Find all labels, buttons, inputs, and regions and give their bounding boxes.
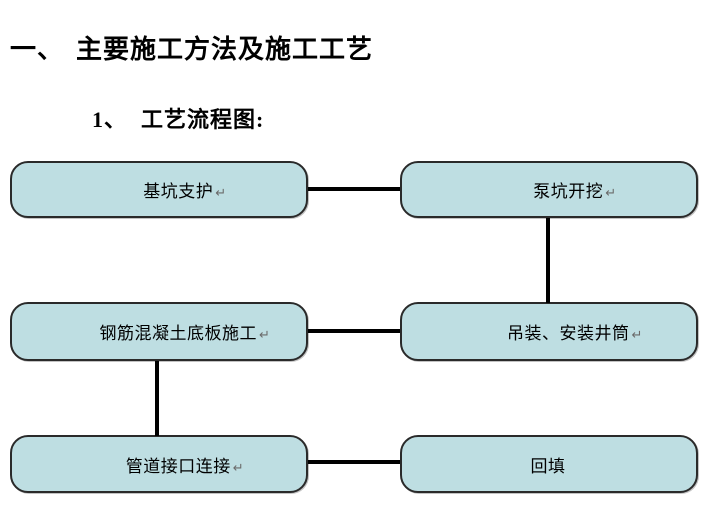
section-heading-number: 一、 xyxy=(10,35,65,65)
flow-node-pipe-joint-connection: 管道接口连接↵ xyxy=(10,435,308,493)
flow-node-label: 泵坑开挖↵ xyxy=(533,182,617,201)
return-mark-icon: ↵ xyxy=(259,328,271,343)
subsection-heading-text: 工艺流程图: xyxy=(141,107,265,133)
connector-bottom-slab-to-pipe-joint xyxy=(155,361,159,436)
connector-bottom-slab-to-shaft-install xyxy=(308,329,400,333)
flow-node-pit-support: 基坑支护↵ xyxy=(10,161,308,218)
flow-node-label: 钢筋混凝土底板施工↵ xyxy=(99,324,271,343)
subsection-heading-number: 1、 xyxy=(92,107,128,133)
subsection-heading: 1、工艺流程图: xyxy=(92,102,264,134)
return-mark-icon: ↵ xyxy=(631,328,643,343)
return-mark-icon: ↵ xyxy=(232,460,245,476)
section-heading: 一、主要施工方法及施工工艺 xyxy=(10,29,373,66)
connector-pump-pit-to-shaft-install xyxy=(546,218,550,303)
connector-pipe-joint-to-backfill xyxy=(308,460,400,464)
section-heading-text: 主要施工方法及施工工艺 xyxy=(76,35,374,65)
flow-node-backfill: 回填 xyxy=(400,435,698,493)
flow-node-label: 基坑支护↵ xyxy=(143,182,227,201)
flow-node-label: 吊装、安装井筒↵ xyxy=(507,324,643,343)
flow-node-pump-pit-excavation: 泵坑开挖↵ xyxy=(400,161,698,218)
flow-node-rc-bottom-slab: 钢筋混凝土底板施工↵ xyxy=(10,302,308,361)
return-mark-icon: ↵ xyxy=(215,186,227,201)
connector-pit-support-to-pump-pit xyxy=(308,187,400,191)
flow-node-label: 回填 xyxy=(530,456,566,476)
flow-node-hoist-install-shaft: 吊装、安装井筒↵ xyxy=(400,302,698,361)
return-mark-icon: ↵ xyxy=(605,186,617,201)
flow-node-label: 管道接口连接↵ xyxy=(125,456,245,476)
